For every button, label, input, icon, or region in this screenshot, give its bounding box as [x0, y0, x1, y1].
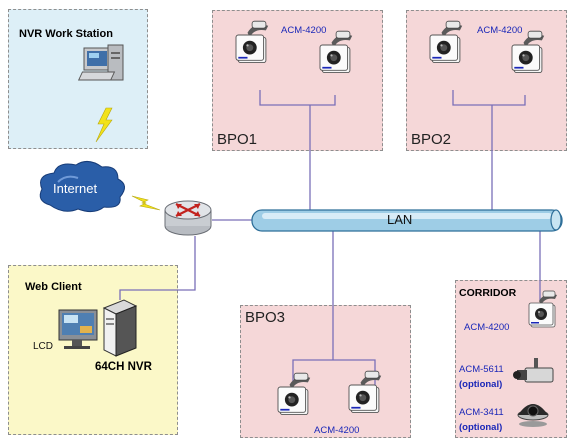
corridor-label: CORRIDOR — [459, 287, 517, 299]
corridor-camera-2-label: ACM-5611 — [459, 364, 504, 375]
bpo1-label: BPO1 — [217, 131, 258, 148]
lcd-label: LCD — [33, 341, 54, 352]
internet-cloud — [39, 161, 125, 213]
lightning-internet-router — [131, 195, 161, 211]
bpo1-camera-label: ACM-4200 — [281, 25, 327, 36]
bpo2-camera-left — [429, 20, 463, 64]
internet-label: Internet — [53, 181, 98, 196]
bpo2-cable — [452, 90, 526, 106]
lightning-workstation-internet — [95, 107, 113, 143]
bpo1-camera-right — [319, 30, 353, 74]
bpo2-camera-right — [511, 30, 545, 74]
bpo3-zone — [240, 305, 411, 438]
bpo2-camera-label: ACM-4200 — [477, 25, 523, 36]
bpo3-camera-right — [348, 370, 382, 414]
bpo1-cable — [259, 90, 336, 106]
bpo3-camera-label: ACM-4200 — [314, 425, 360, 436]
nvr-tower — [102, 299, 138, 357]
corridor-camera-acm3411 — [517, 404, 549, 427]
lcd-monitor — [58, 309, 98, 349]
corridor-camera-2-optional: (optional) — [459, 379, 503, 390]
bpo3-label: BPO3 — [245, 309, 286, 326]
bpo2-label: BPO2 — [411, 131, 452, 148]
web-client-zone — [8, 265, 178, 435]
bpo3-camera-left — [277, 372, 311, 416]
bpo1-zone — [212, 10, 383, 151]
lan-label: LAN — [387, 212, 413, 227]
corridor-camera-acm5611 — [513, 358, 554, 383]
lan-bar — [251, 209, 563, 232]
web-client-cable — [119, 236, 196, 300]
router — [164, 200, 212, 236]
web-client-label: Web Client — [25, 281, 82, 293]
workstation-pc — [77, 44, 124, 81]
nvr-workstation-zone — [8, 9, 148, 149]
bpo1-camera-left — [235, 20, 269, 64]
corridor-camera-acm4200 — [528, 290, 558, 328]
corridor-camera-3-label: ACM-3411 — [459, 407, 504, 418]
nvr-label: 64CH NVR — [95, 361, 152, 373]
corridor-camera-1-label: ACM-4200 — [464, 322, 510, 333]
nvr-workstation-label: NVR Work Station — [19, 28, 113, 40]
corridor-camera-3-optional: (optional) — [459, 422, 503, 433]
